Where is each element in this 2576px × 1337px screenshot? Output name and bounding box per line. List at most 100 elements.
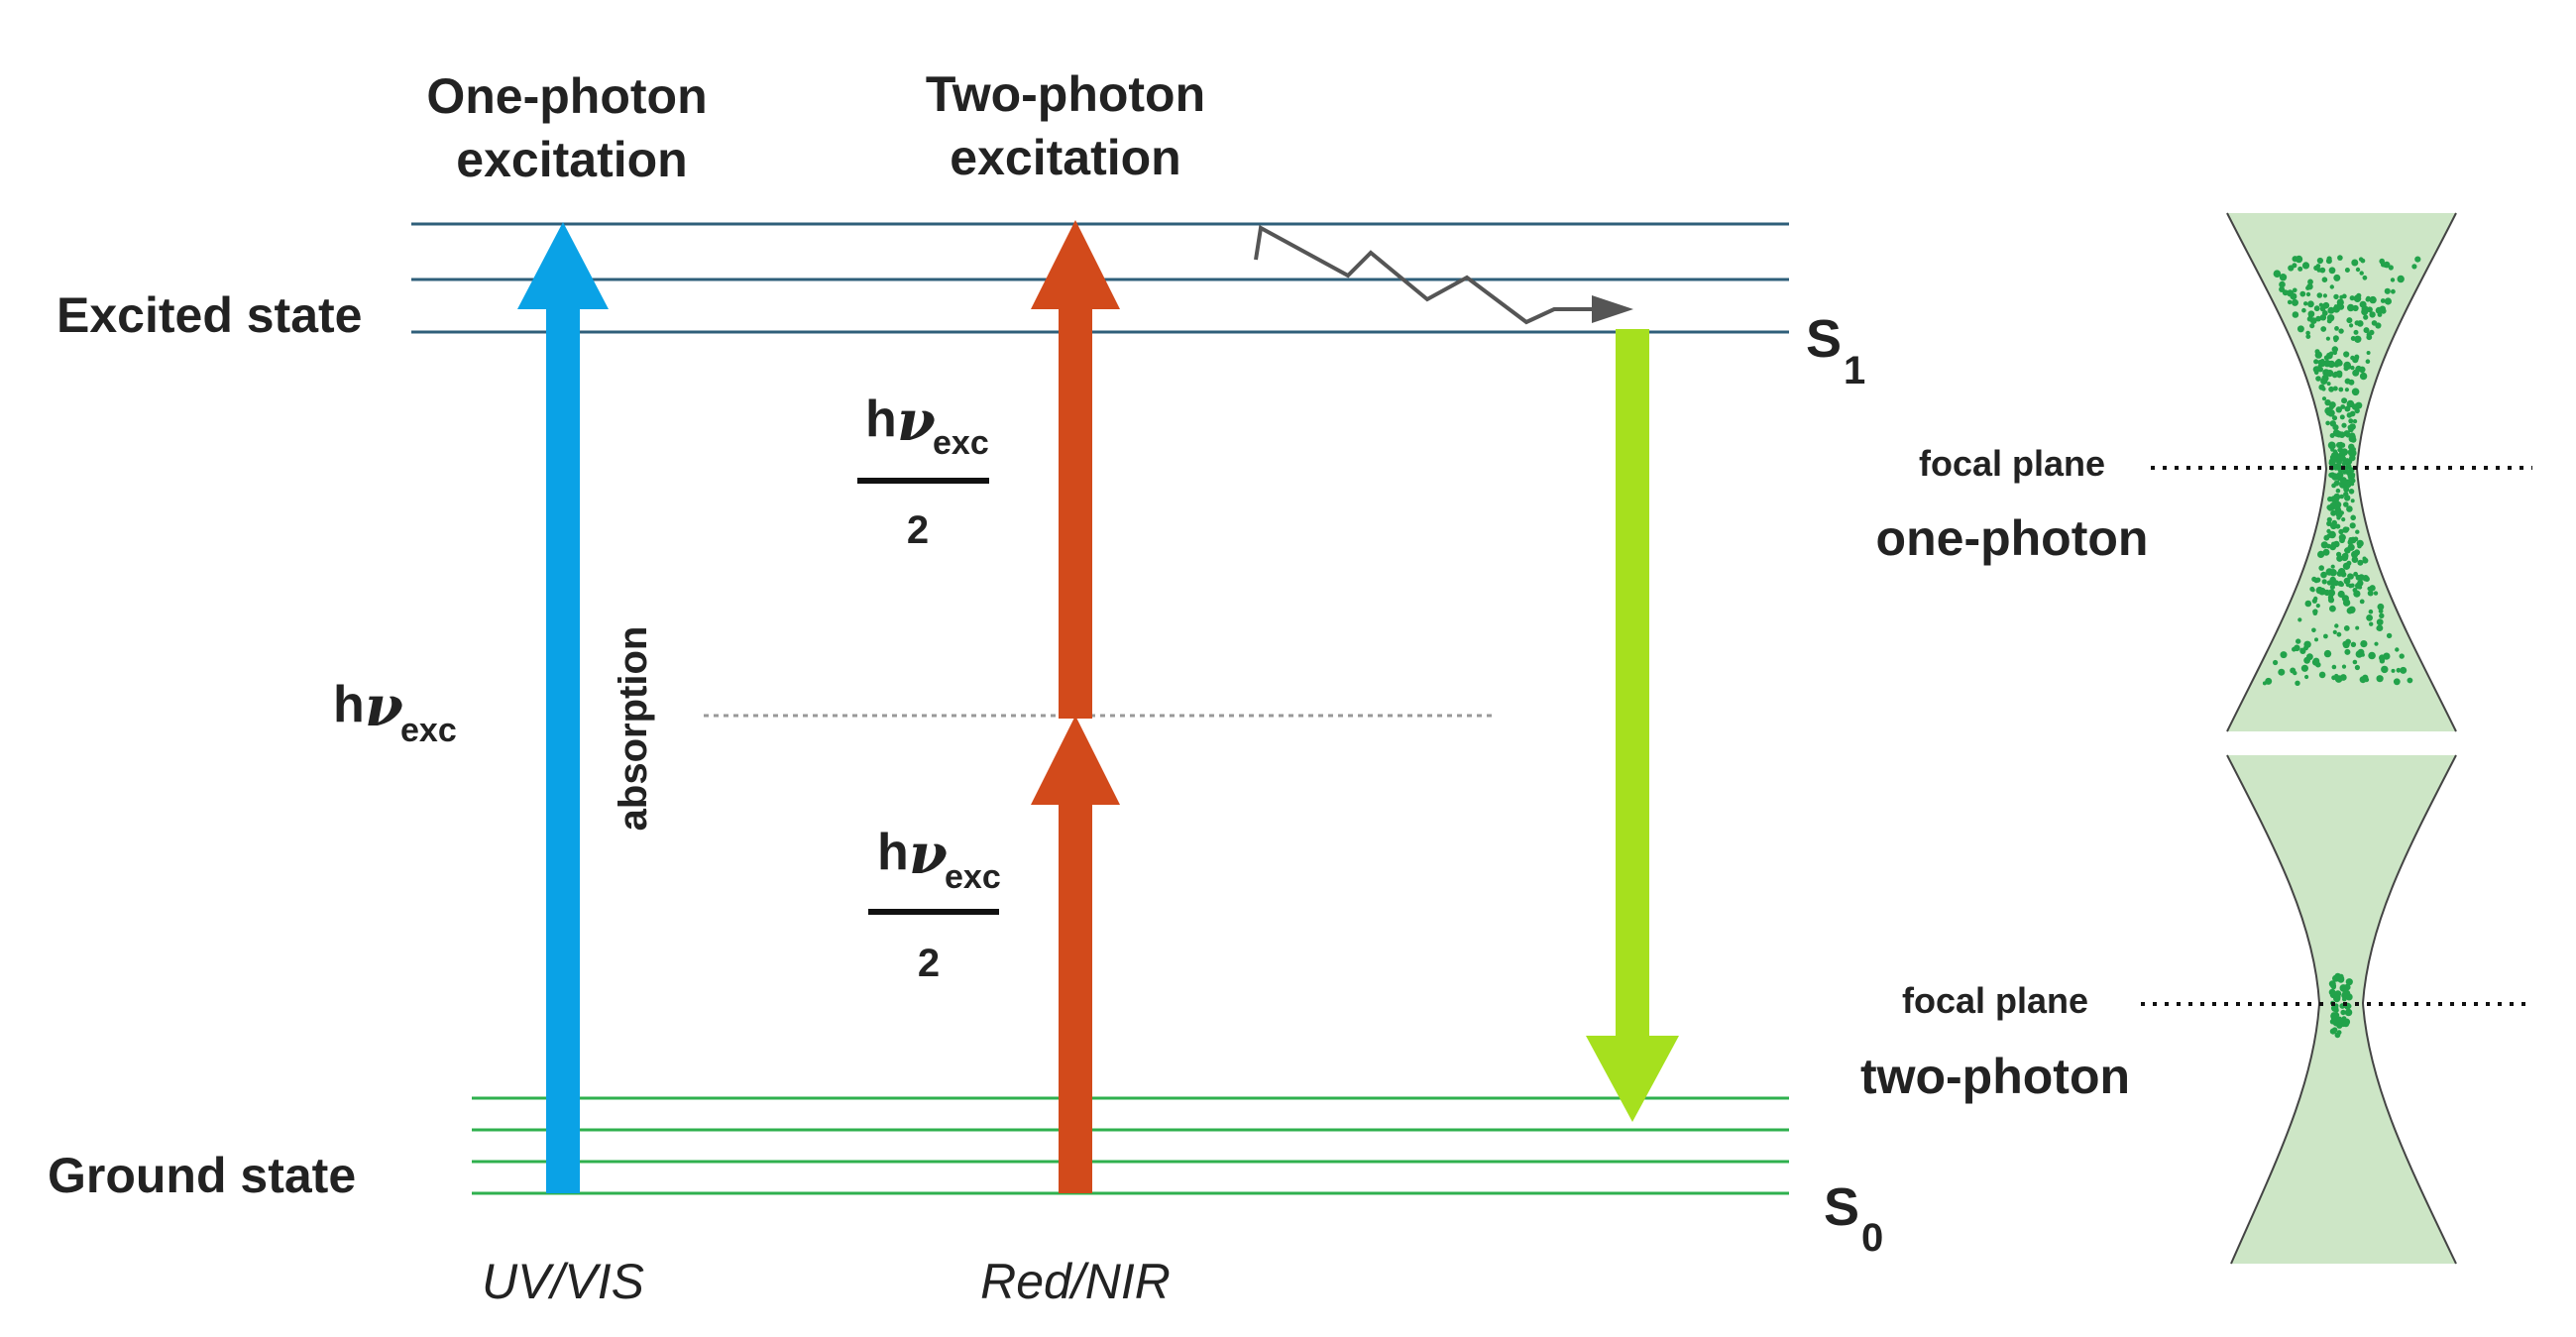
fluorescence-dot bbox=[2351, 259, 2359, 267]
fluorescence-dot bbox=[2320, 541, 2328, 549]
fluorescence-dot bbox=[2336, 1022, 2343, 1029]
two-photon-header-line2: excitation bbox=[950, 130, 1180, 185]
fluorescence-dot bbox=[2296, 638, 2301, 644]
one-photon-arrow bbox=[517, 222, 609, 1193]
s0-label: S 0 bbox=[1824, 1177, 1883, 1260]
fluorescence-dot bbox=[2411, 264, 2417, 270]
fluorescence-dot bbox=[2325, 420, 2330, 426]
fluorescence-dot bbox=[2327, 360, 2335, 369]
s1-label: S 1 bbox=[1806, 309, 1865, 392]
fluorescence-dot bbox=[2347, 472, 2352, 477]
fluorescence-dot bbox=[2353, 549, 2361, 556]
fluorescence-dot bbox=[2326, 528, 2331, 534]
fluorescence-dot bbox=[2350, 482, 2355, 487]
fluorescence-dot bbox=[2332, 350, 2337, 356]
fluorescence-dot bbox=[2371, 320, 2378, 326]
fluorescence-dot bbox=[2350, 514, 2356, 521]
fluorescence-dot bbox=[2337, 255, 2343, 261]
fluorescence-dot bbox=[2323, 633, 2328, 639]
fluorescence-dot bbox=[2315, 315, 2322, 322]
fluorescence-dot bbox=[2316, 292, 2323, 298]
fluorescence-dot bbox=[2342, 485, 2347, 490]
fluorescence-dot bbox=[2332, 424, 2339, 431]
fluorescence-dot bbox=[2309, 586, 2315, 592]
fluorescence-dot bbox=[2359, 372, 2368, 381]
fluorescence-dot bbox=[2321, 579, 2327, 585]
fluorescence-dot bbox=[2351, 556, 2359, 563]
fluorescence-dot bbox=[2345, 432, 2351, 438]
fluorescence-dot bbox=[2368, 651, 2376, 660]
fluorescence-dot bbox=[2328, 988, 2336, 996]
svg-text:S: S bbox=[1824, 1177, 1859, 1237]
fluorescence-dot bbox=[2307, 279, 2313, 285]
fluorescence-dot bbox=[2314, 351, 2322, 359]
fluorescence-dot bbox=[2362, 575, 2370, 582]
fluorescence-dot bbox=[2318, 671, 2326, 679]
fluorescence-dot bbox=[2347, 505, 2352, 511]
two-photon-header-line1: Two-photon bbox=[926, 66, 1205, 122]
fluorescence-dot bbox=[2350, 478, 2356, 484]
fluorescence-dot bbox=[2377, 603, 2385, 611]
fluorescence-dot bbox=[2369, 295, 2377, 304]
fluorescence-dot bbox=[2383, 261, 2391, 269]
fluorescence-dot bbox=[2391, 668, 2396, 673]
fluorescence-dot bbox=[2334, 326, 2339, 331]
fluorescence-dot bbox=[2360, 640, 2368, 648]
fluorescence-dot bbox=[2321, 387, 2326, 391]
svg-text:ν: ν bbox=[909, 822, 948, 887]
fluorescence-dot bbox=[2366, 306, 2373, 313]
fluorescence-dot bbox=[2333, 274, 2341, 281]
fluorescence-dot bbox=[2325, 336, 2330, 341]
fluorescence-dot bbox=[2327, 306, 2335, 314]
fluorescence-dot bbox=[2342, 526, 2349, 533]
fluorescence-dot bbox=[2344, 495, 2351, 501]
fluorescence-dot bbox=[2386, 632, 2393, 639]
fluorescence-dot bbox=[2331, 664, 2337, 670]
fluorescence-dot bbox=[2273, 270, 2282, 279]
fluorescence-dot bbox=[2336, 515, 2341, 520]
fluorescence-dot bbox=[2414, 256, 2421, 263]
fluorescence-dot bbox=[2336, 555, 2343, 562]
fluorescence-dot bbox=[2273, 659, 2279, 666]
fluorescence-dot bbox=[2348, 489, 2355, 495]
fluorescence-dot bbox=[2343, 351, 2350, 358]
fluorescence-dot bbox=[2349, 323, 2354, 328]
fluorescence-dot bbox=[2396, 667, 2402, 673]
fluorescence-dot bbox=[2326, 382, 2331, 387]
fluorescence-dot bbox=[2318, 550, 2324, 557]
two-photon-label: two-photon bbox=[1860, 1049, 2130, 1104]
absorption-label: absorption bbox=[612, 626, 655, 832]
fluorescence-dot bbox=[2328, 404, 2334, 410]
fluorescence-dot bbox=[2375, 306, 2383, 314]
fluorescence-dot bbox=[2321, 396, 2327, 401]
fluorescence-dot bbox=[2379, 613, 2385, 618]
fluorescence-dot bbox=[2347, 424, 2353, 430]
fluorescence-dot bbox=[2341, 478, 2347, 483]
fluorescence-dot bbox=[2341, 461, 2347, 466]
fluorescence-dot bbox=[2290, 292, 2297, 300]
fluorescence-dot bbox=[2287, 299, 2293, 305]
fluorescence-dot bbox=[2334, 623, 2339, 628]
fluorescence-dot bbox=[2295, 255, 2303, 264]
fluorescence-dot bbox=[2326, 256, 2332, 262]
svg-text:h: h bbox=[877, 824, 909, 881]
fluorescence-dot bbox=[2370, 586, 2376, 592]
fluorescence-dot bbox=[2327, 496, 2333, 502]
fluorescence-dot bbox=[2345, 582, 2351, 588]
fluorescence-dot bbox=[2351, 447, 2356, 452]
fluorescence-dot bbox=[2326, 318, 2332, 324]
fluorescence-dot bbox=[2320, 326, 2327, 332]
fluorescence-dot bbox=[2345, 459, 2351, 465]
fluorescence-dot bbox=[2352, 418, 2358, 424]
fluorescence-dot bbox=[2337, 568, 2346, 576]
svg-text:S: S bbox=[1806, 309, 1842, 369]
fluorescence-dot bbox=[2306, 283, 2313, 290]
fluorescence-dot bbox=[2341, 422, 2347, 428]
fluorescence-dot bbox=[2355, 529, 2360, 534]
fluorescence-dot bbox=[2305, 334, 2311, 339]
fluorescence-dot bbox=[2344, 547, 2351, 554]
fluorescence-dot bbox=[2344, 378, 2351, 385]
fluorescence-dot bbox=[2296, 325, 2304, 333]
fluorescence-dot bbox=[2330, 564, 2335, 569]
fluorescence-dot bbox=[2323, 649, 2332, 658]
